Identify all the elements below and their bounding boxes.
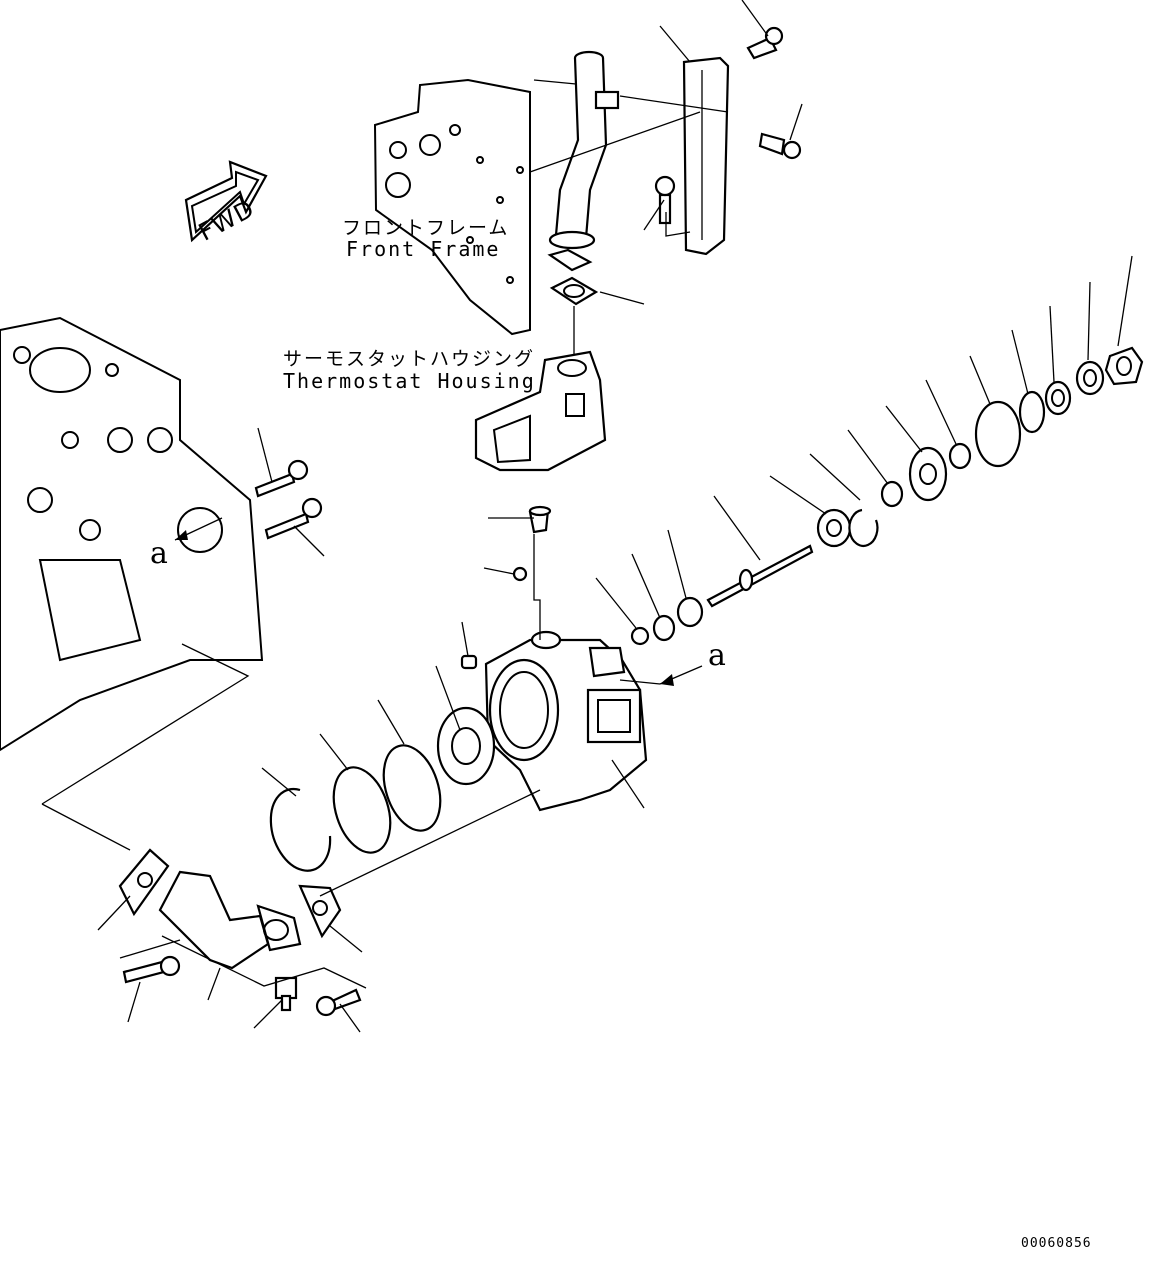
bolt-mid	[758, 132, 802, 160]
gasket-bottom-left	[118, 848, 170, 917]
thermostat-label-en: Thermostat Housing	[283, 369, 536, 393]
bolt-top	[746, 26, 784, 60]
snap-ring-2	[848, 508, 879, 547]
gear	[908, 446, 948, 502]
view-a-label-left: a	[150, 536, 168, 571]
impeller	[436, 706, 496, 786]
pump-shaft	[706, 544, 814, 608]
outlet-elbow-pipe	[158, 870, 302, 970]
leader-lines	[97, 0, 1133, 1033]
o-ring-small-right	[1018, 390, 1046, 434]
bearing-1	[816, 508, 852, 548]
arrow-head-right-icon	[660, 674, 674, 686]
fwd-arrow-icon	[184, 160, 268, 243]
bolt-bottom-2	[315, 988, 362, 1017]
bolt-vertical	[654, 175, 676, 225]
drawing-number: 00060856	[1021, 1236, 1092, 1251]
thermostat-housing	[474, 350, 607, 472]
front-frame-label-en: Front Frame	[346, 237, 501, 261]
pipe-gasket	[549, 276, 599, 306]
mounting-bracket	[682, 56, 730, 256]
long-bolt-1	[254, 459, 309, 498]
engine-block	[0, 316, 264, 752]
bearing-3	[1044, 380, 1072, 416]
view-a-label-right: a	[708, 638, 726, 673]
front-frame-plate	[373, 78, 531, 336]
thermostat-label-jp: サーモスタットハウジング	[283, 348, 536, 370]
o-ring-medium	[332, 766, 392, 854]
seal-ring-2	[676, 596, 704, 628]
gasket-bottom-right	[298, 884, 342, 939]
seal-right	[1075, 360, 1105, 396]
assembly-lines	[41, 95, 729, 989]
seal-ring-1	[652, 614, 676, 642]
water-pump-body	[484, 630, 648, 812]
snap-ring	[269, 787, 332, 872]
sensor-fitting	[274, 976, 298, 1012]
spacer	[880, 480, 904, 508]
small-fitting	[512, 566, 528, 582]
bearing-2	[948, 442, 972, 470]
nut-right	[1104, 346, 1144, 386]
arrow-head-left-icon	[175, 530, 188, 540]
long-bolt-2	[264, 497, 323, 540]
seal-small	[630, 626, 650, 646]
front-frame-label-jp: フロントフレーム	[342, 217, 510, 239]
o-ring-large	[382, 744, 442, 832]
water-pipe	[547, 50, 620, 272]
o-ring-right	[974, 400, 1022, 468]
bolt-bottom-1	[122, 955, 181, 984]
small-nut	[460, 654, 478, 670]
plug	[528, 505, 552, 534]
